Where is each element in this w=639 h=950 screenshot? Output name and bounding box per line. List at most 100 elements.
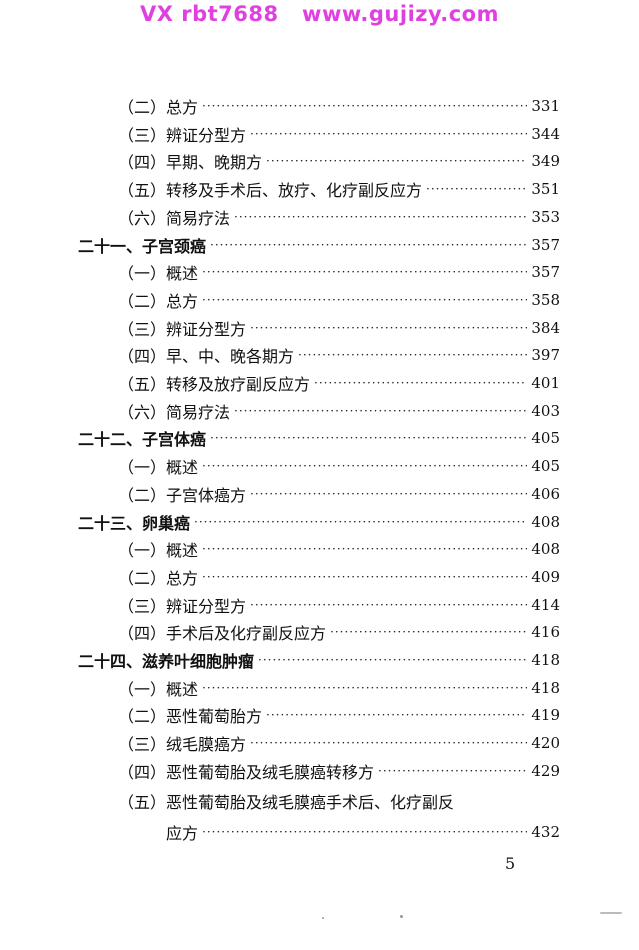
toc-section-entry: （二）子宫体癌方································…: [0, 480, 639, 508]
dot-leader: ········································…: [202, 542, 527, 557]
toc-row: （二）子宫体癌方································…: [118, 480, 560, 508]
dot-leader: ········································…: [266, 708, 527, 723]
toc-entry-label: （二）总方: [118, 98, 199, 117]
toc-entry-label: （一）概述: [118, 264, 199, 284]
toc-entry-label: （二）总方: [118, 568, 199, 588]
toc-chapter-entry: 二十四、滋养叶细胞肿瘤·····························…: [0, 646, 639, 674]
toc-chapter-entry: 二十三、卵巢癌·································…: [0, 508, 639, 536]
toc-entry-continuation: 应方······································…: [0, 818, 639, 846]
toc-entry-page: 406: [531, 484, 560, 503]
toc-entry-page: 408: [531, 540, 560, 559]
toc-entry-label: （五）转移及放疗副反应方: [118, 375, 311, 394]
dot-leader: ········································…: [210, 431, 528, 446]
toc-row: （一）概述···································…: [118, 535, 560, 563]
toc-row: （三）辨证分型方································…: [118, 120, 560, 148]
toc-entry-page: 414: [531, 595, 560, 614]
dot-leader: ········································…: [314, 376, 527, 390]
toc-chapter-entry: 二十一、子宫颈癌································…: [0, 231, 639, 259]
toc-entry-label: （二）子宫体癌方: [118, 485, 247, 505]
toc-entry-label: （一）概述: [118, 458, 199, 478]
dot-leader: ········································…: [250, 320, 527, 335]
watermark-text: VX rbt7688 www.gujizy.com: [140, 2, 499, 26]
toc-entry-page: 432: [531, 823, 560, 842]
toc-entry-page: 358: [531, 290, 560, 309]
toc-row: （三）辨证分型方································…: [118, 314, 560, 342]
toc-entry-label: （五）恶性葡萄胎及绒毛膜癌手术后、化疗副反: [118, 792, 455, 812]
toc-entry-label: （一）概述: [118, 679, 199, 699]
toc-section-entry: （五）转移及放疗副反应方····························…: [0, 369, 639, 397]
dot-leader: ········································…: [202, 292, 527, 307]
toc-section-entry: （三）辨证分型方································…: [0, 591, 639, 619]
toc-row: （四）早期、晚期方·······························…: [118, 147, 560, 175]
toc-entry-page: 408: [531, 512, 560, 531]
toc-entry-page: 419: [531, 706, 560, 725]
toc-entry-page: 331: [531, 97, 560, 115]
toc-row: （二）总方···································…: [118, 286, 560, 314]
toc-section-entry: （一）概述···································…: [0, 258, 639, 286]
toc-row: （二）恶性葡萄胎方·······························…: [118, 701, 560, 729]
toc-entry-page: 344: [531, 124, 560, 143]
toc-entry-label: （二）总方: [118, 291, 199, 311]
toc-row: 二十二、子宫体癌································…: [78, 424, 560, 452]
dot-leader: ········································…: [210, 237, 528, 252]
toc-row: 二十三、卵巢癌·································…: [78, 508, 560, 536]
toc-entry-page: 349: [531, 152, 560, 171]
toc-section-entry: （五）恶性葡萄胎及绒毛膜癌手术后、化疗副反: [0, 787, 639, 815]
toc-section-entry: （一）概述···································…: [0, 674, 639, 702]
toc-entry-label: 二十一、子宫颈癌: [78, 236, 207, 256]
toc-section-entry: （四）早、中、晚各期方·····························…: [0, 341, 639, 369]
toc-row: （五）转移及手术后、放疗、化疗副反应方·····················…: [118, 175, 560, 203]
toc-entry-page: 416: [531, 623, 560, 642]
scan-speck: [400, 915, 403, 918]
toc-row: （四）手术后及化疗副反应方···························…: [118, 618, 560, 646]
toc-row: （一）概述···································…: [118, 258, 560, 286]
toc-row: （一）概述···································…: [118, 452, 560, 480]
toc-entry-page: 353: [531, 207, 560, 226]
toc-entry-page: 418: [531, 678, 560, 697]
dot-leader: ········································…: [250, 597, 527, 612]
toc-section-entry: （二）恶性葡萄胎方·······························…: [0, 701, 639, 729]
toc-section-entry: （三）辨证分型方································…: [0, 120, 639, 148]
toc-entry-page: 418: [531, 651, 560, 669]
dot-leader: ········································…: [234, 209, 528, 224]
toc-entry-page: 403: [531, 401, 560, 420]
dot-leader: ········································…: [330, 625, 528, 640]
toc-row: （六）简易疗法·································…: [118, 397, 560, 425]
toc-row: （二）总方···································…: [118, 563, 560, 591]
toc-entry-label: （三）辨证分型方: [118, 319, 247, 339]
toc-row: （二）总方···································…: [118, 92, 560, 120]
dot-leader: ········································…: [202, 459, 527, 474]
toc-entry-page: 405: [531, 457, 560, 476]
toc-entry-label: （六）简易疗法: [118, 402, 231, 422]
dot-leader: ········································…: [202, 680, 527, 695]
toc-entry-page: 397: [531, 346, 560, 365]
toc-section-entry: （六）简易疗法·································…: [0, 397, 639, 425]
dot-leader: ········································…: [202, 99, 527, 113]
toc-section-entry: （二）总方···································…: [0, 92, 639, 120]
scan-speck: [322, 917, 324, 919]
page-number: 5: [505, 854, 516, 873]
dot-leader: ········································…: [202, 265, 527, 280]
toc-entry-label: （四）恶性葡萄胎及绒毛膜癌转移方: [118, 762, 375, 782]
toc-entry-label: （三）辨证分型方: [118, 596, 247, 616]
scan-speck: [600, 912, 622, 914]
toc-entry-page: 420: [531, 734, 560, 753]
dot-leader: ········································…: [266, 154, 527, 169]
dot-leader: ········································…: [202, 825, 527, 840]
toc-entry-label: （一）概述: [118, 541, 199, 561]
toc-entry-label: 二十四、滋养叶细胞肿瘤: [78, 652, 255, 671]
toc-row: 应方······································…: [166, 818, 560, 846]
toc-row: （六）简易疗法·································…: [118, 203, 560, 231]
toc-section-entry: （三）绒毛膜癌方································…: [0, 729, 639, 757]
toc-section-entry: （三）辨证分型方································…: [0, 314, 639, 342]
toc-entry-label: （三）辨证分型方: [118, 125, 247, 145]
dot-leader: ········································…: [250, 126, 527, 141]
toc-entry-label: 应方: [166, 824, 199, 844]
toc-section-entry: （六）简易疗法·································…: [0, 203, 639, 231]
dot-leader: ········································…: [378, 763, 528, 778]
toc-section-entry: （四）手术后及化疗副反应方···························…: [0, 618, 639, 646]
dot-leader: ········································…: [202, 569, 527, 584]
toc-entry-page: 409: [531, 567, 560, 586]
toc-entry-page: 405: [531, 429, 560, 448]
dot-leader: ········································…: [258, 653, 528, 667]
